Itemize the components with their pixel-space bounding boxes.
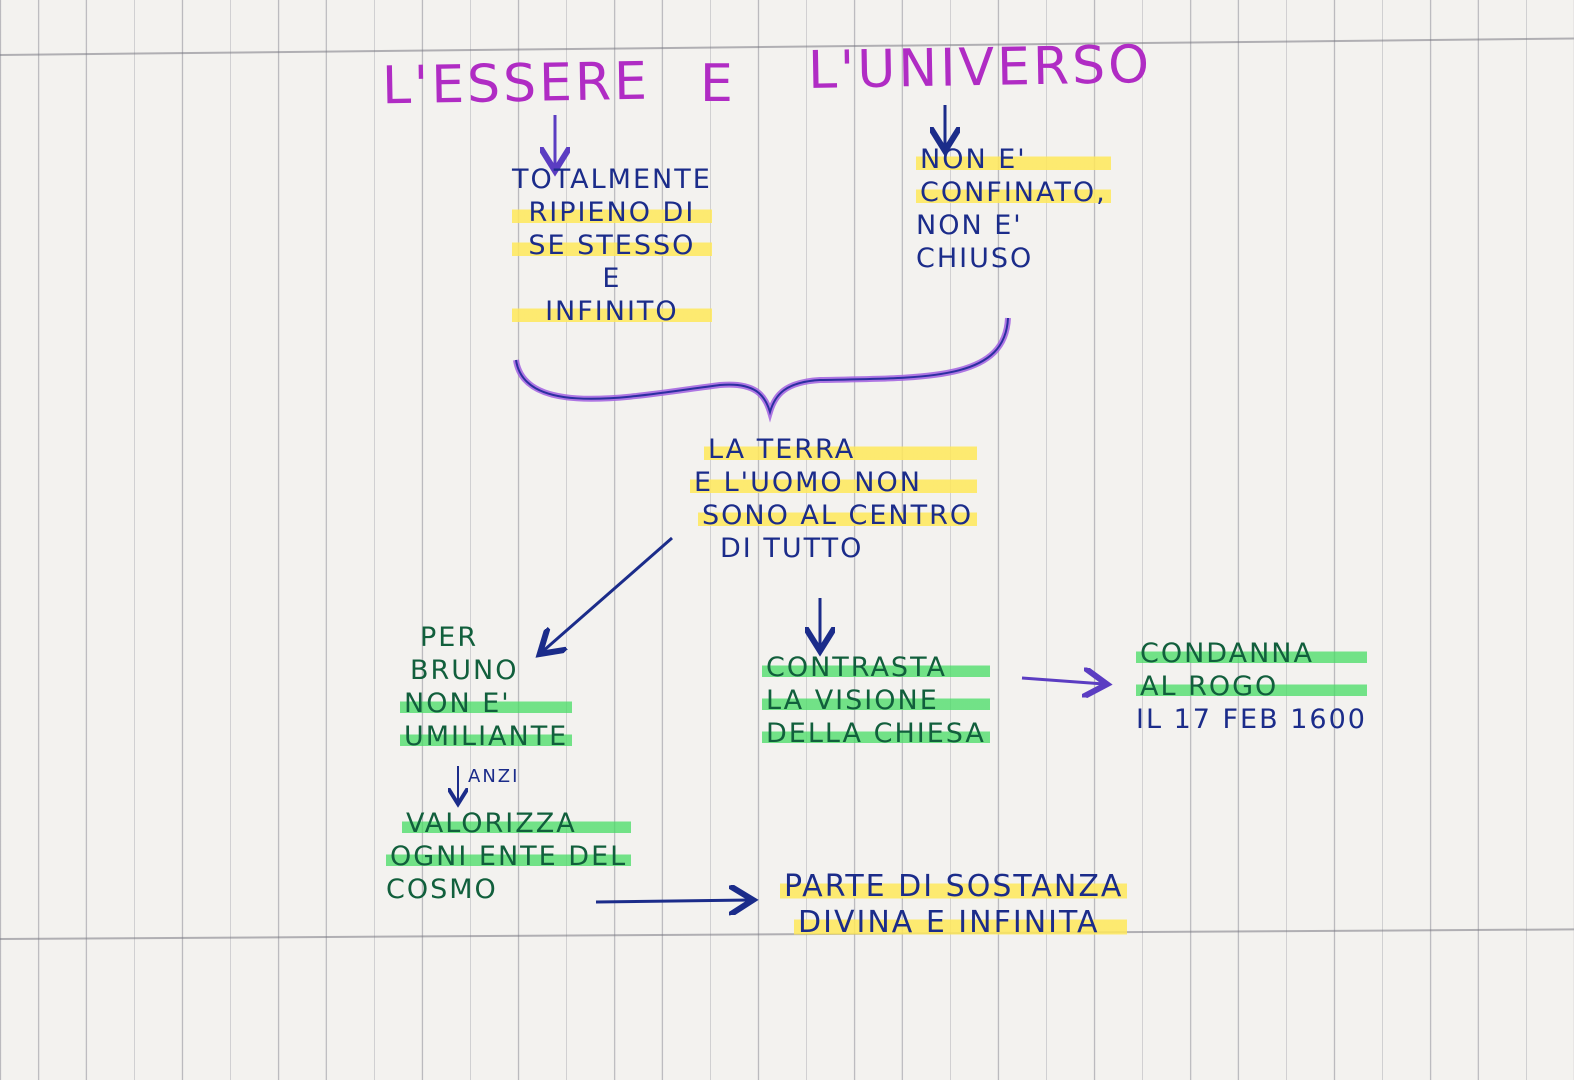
title-universo: L'UNIVERSO [807,35,1153,101]
bruno-line-4: UMILIANTE [400,723,573,750]
arrow-center-to-bruno [542,536,673,652]
contrasta-line-1: CONTRASTA [762,654,990,681]
arrow-contrasta-to-condanna [1021,678,1104,684]
center-line-2: E L'UOMO NON [690,469,978,496]
parte-statement: PARTE DI SOSTANZA DIVINA E INFINITA [780,872,1128,944]
condanna-line-3: IL 17 FEB 1600 [1136,704,1367,735]
essere-line-1: TOTALMENTE [512,164,712,195]
arrow-valorizza-to-parte [595,900,750,902]
bruno-line-3: NON E' [400,690,573,717]
center-statement: LA TERRA E L'UOMO NON SONO AL CENTRO DI … [690,436,978,568]
parte-line-2: DIVINA E INFINITA [794,908,1128,938]
center-line-4: DI TUTTO [720,533,864,564]
valorizza-statement: VALORIZZA OGNI ENTE DEL COSMO [386,810,632,909]
universo-line-4: CHIUSO [916,243,1034,274]
bruno-line-1: PER [420,622,479,653]
essere-line-2: RIPIENO DI [512,199,712,226]
bruno-statement: PER BRUNO NON E' UMILIANTE [400,622,573,756]
essere-description: TOTALMENTE RIPIENO DI SE STESSO E INFINI… [512,166,712,331]
contrasta-line-3: DELLA CHIESA [762,720,990,747]
title-essere: L'ESSERE [381,51,651,117]
parte-line-1: PARTE DI SOSTANZA [780,872,1128,902]
universo-line-2: CONFINATO, [916,179,1111,206]
essere-line-3: SE STESSO [512,232,712,259]
valorizza-line-1: VALORIZZA [402,810,632,837]
condanna-line-2: AL ROGO [1136,673,1367,700]
contrasta-statement: CONTRASTA LA VISIONE DELLA CHIESA [762,654,990,753]
curly-brace-ink [515,317,1009,416]
valorizza-line-2: OGNI ENTE DEL [386,843,632,870]
bruno-line-2: BRUNO [410,655,519,686]
universo-line-1: NON E' [916,146,1111,173]
universo-description: NON E' CONFINATO, NON E' CHIUSO [916,146,1111,278]
center-line-1: LA TERRA [704,436,978,463]
center-line-3: SONO AL CENTRO [698,502,978,529]
universo-line-3: NON E' [916,210,1023,241]
anzi-label: ANZI [468,766,520,787]
essere-line-4: E [602,263,622,294]
condanna-line-1: CONDANNA [1136,640,1367,667]
title-conjunction: E [700,54,736,114]
essere-line-5: INFINITO [512,298,712,325]
condanna-statement: CONDANNA AL ROGO IL 17 FEB 1600 [1136,640,1367,739]
contrasta-line-2: LA VISIONE [762,687,990,714]
valorizza-line-3: COSMO [386,874,498,905]
